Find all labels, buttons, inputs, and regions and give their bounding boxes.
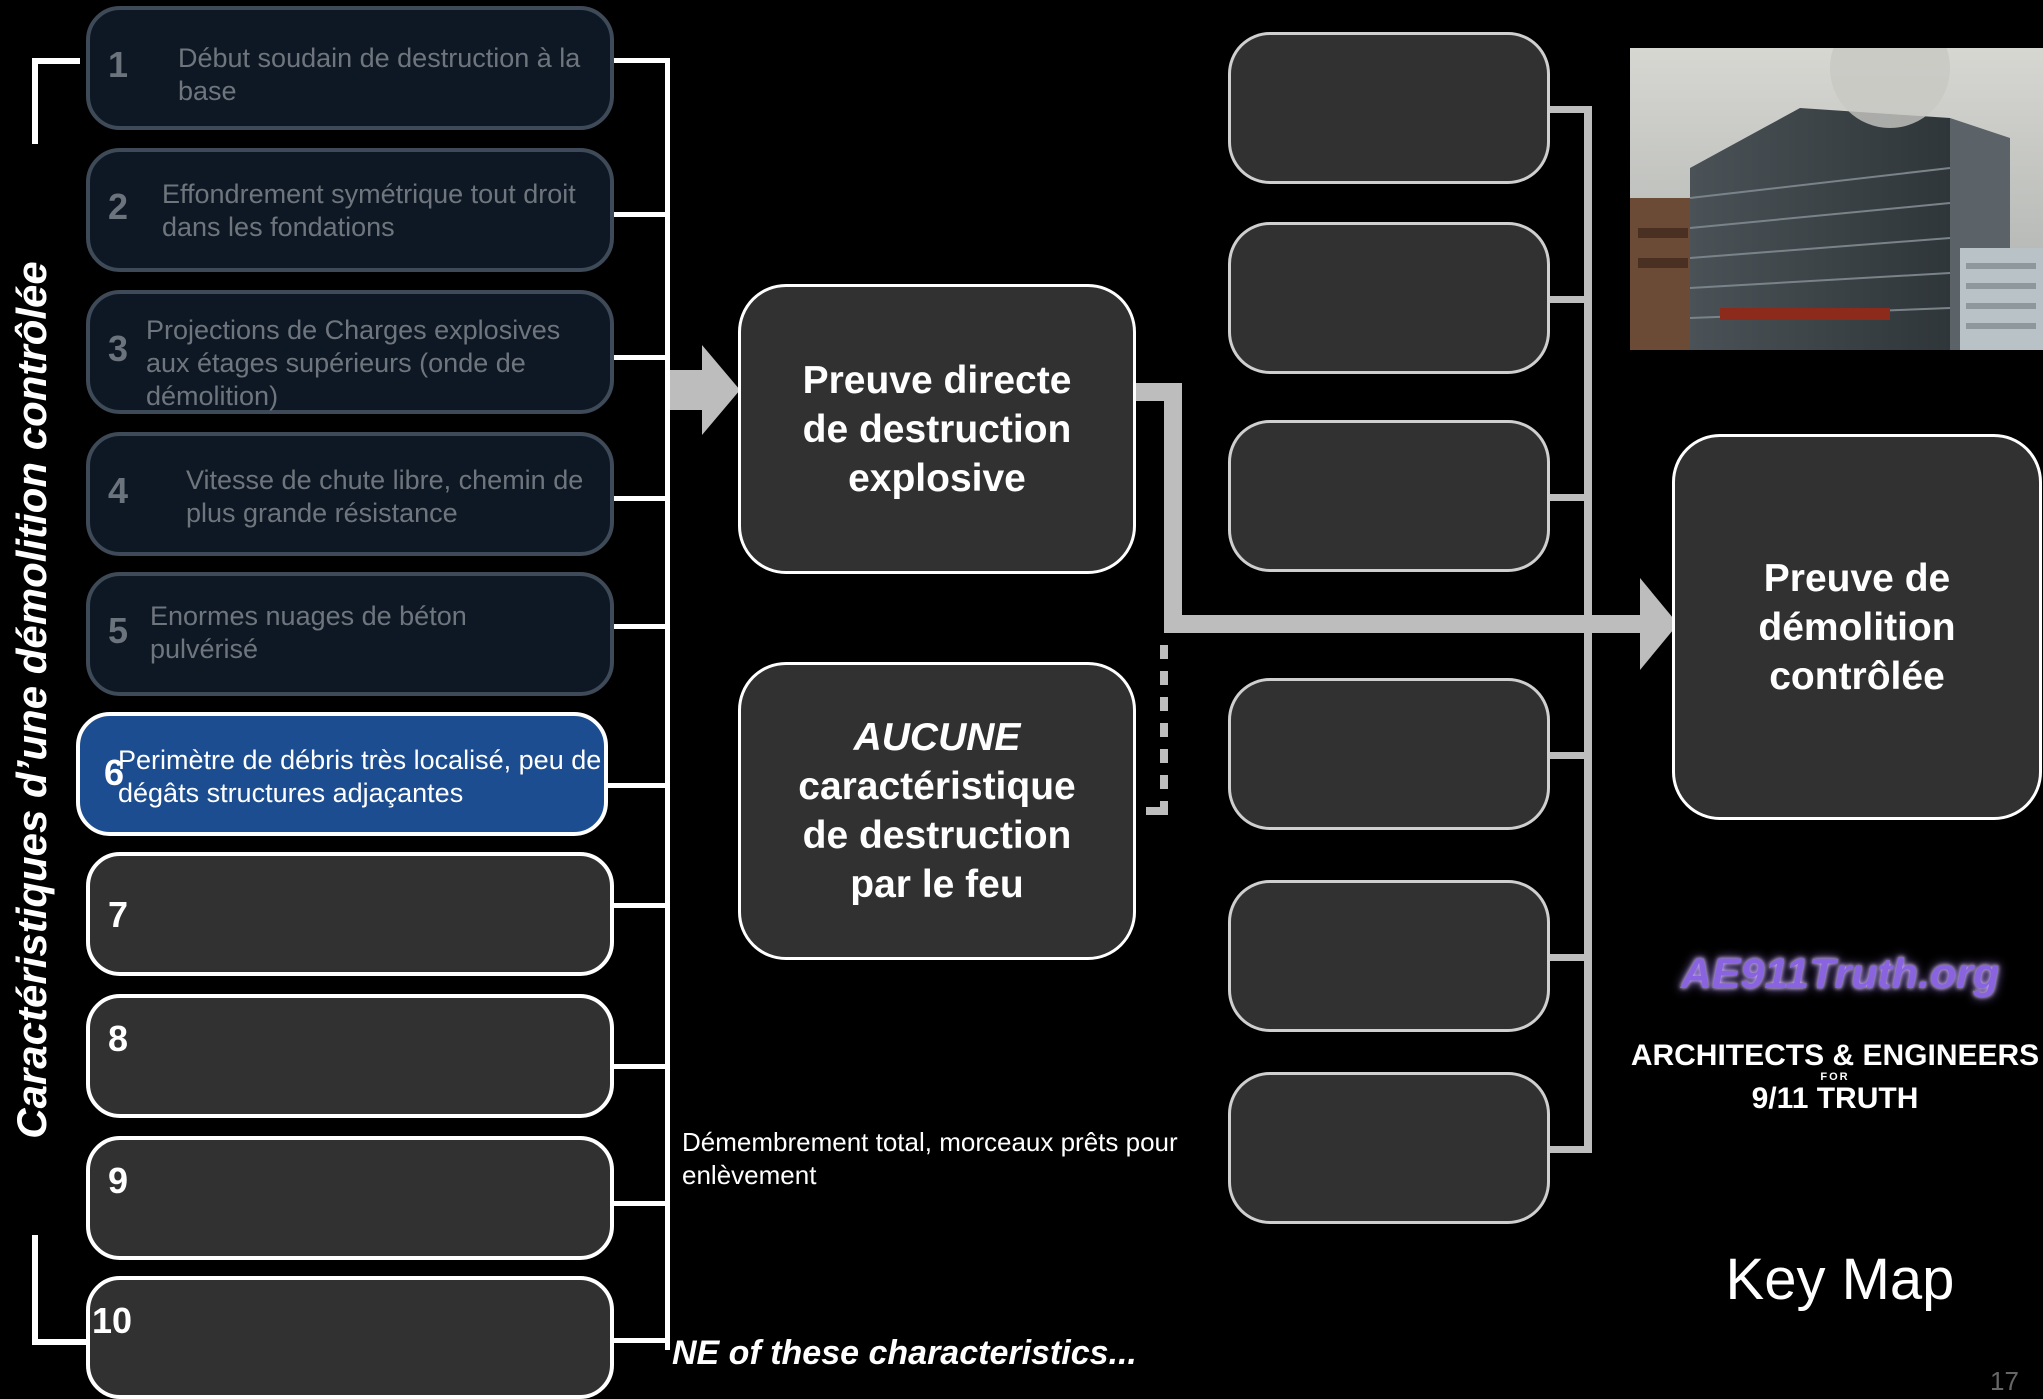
characteristic-box-8: 8 — [86, 994, 614, 1118]
ae911-logo-block: ARCHITECTS & ENGINEERS FOR 9/11 TRUTH — [1630, 1040, 2040, 1115]
char-tick-1 — [614, 58, 668, 63]
characteristic-number: 1 — [108, 44, 129, 85]
characteristic-number: 10 — [92, 1300, 133, 1341]
right-box-2 — [1228, 222, 1550, 374]
dashed-connector-h — [1146, 807, 1168, 815]
char-tick-6 — [606, 783, 668, 788]
characteristic-number: 9 — [108, 1160, 129, 1201]
characteristic-box-10: 10 — [86, 1276, 614, 1399]
char-tick-2 — [614, 212, 668, 217]
characteristic-number: 8 — [108, 1018, 129, 1059]
logo-for: FOR — [1820, 1071, 1850, 1083]
right-tick-1 — [1550, 106, 1592, 113]
right-tick-6 — [1550, 1146, 1592, 1153]
arrow-to-center-icon — [670, 345, 740, 435]
characteristic-text: Vitesse de chute libre, chemin de plus g… — [186, 465, 584, 528]
right-box-1 — [1228, 32, 1550, 184]
right-box-3 — [1228, 420, 1550, 572]
characteristic-text: Début soudain de destruction à la base — [178, 43, 581, 106]
no-fire-text: AUCUNE caractéristique de destruction pa… — [777, 713, 1097, 909]
char-tick-5 — [614, 624, 668, 629]
char-bracket-spine — [665, 58, 670, 1350]
characteristic-box-6: 6 Perimètre de débris très localisé, peu… — [76, 712, 608, 836]
characteristic-text: Projections de Charges explosives aux ét… — [146, 315, 561, 411]
characteristic-box-9: 9 — [86, 1136, 614, 1260]
right-tick-5 — [1550, 954, 1592, 961]
char-tick-4 — [614, 496, 668, 501]
right-box-4 — [1228, 678, 1550, 830]
vertical-title-text: Caractéristiques d’une démolition contrô… — [8, 260, 56, 1139]
characteristic-number: 5 — [108, 610, 129, 651]
left-bracket-bottom-h — [32, 1339, 86, 1345]
left-bracket-bottom-v — [32, 1235, 38, 1345]
no-fire-emphasis: AUCUNE — [853, 716, 1021, 759]
characteristic-box-2: 2 Effondrement symétrique tout droit dan… — [86, 148, 614, 272]
bottom-cut-text-value: NE of these characteristics... — [672, 1334, 1137, 1368]
note-text: Démembrement total, morceaux prêts pour … — [682, 1127, 1178, 1190]
characteristic-number: 3 — [108, 328, 129, 369]
arrow-to-result-icon — [1640, 578, 1678, 670]
characteristic-text: Perimètre de débris très localisé, peu d… — [118, 745, 602, 808]
dashed-connector-v — [1160, 645, 1168, 815]
char-tick-7 — [614, 903, 668, 908]
characteristic-number: 6 — [104, 752, 125, 793]
right-box-6 — [1228, 1072, 1550, 1224]
characteristic-text: Enormes nuages de béton pulvérisé — [150, 601, 467, 664]
bottom-cut-text: NE of these characteristics... — [672, 1334, 1212, 1368]
result-box: Preuve de démolition contrôlée — [1672, 434, 2042, 820]
connector-h2 — [1164, 615, 1658, 633]
slide-number: 17 — [1990, 1366, 2019, 1396]
characteristic-number: 7 — [108, 894, 129, 935]
ae911-site-logo: AE911Truth.org — [1680, 950, 2000, 998]
characteristic-box-1: 1 Début soudain de destruction à la base — [86, 6, 614, 130]
direct-evidence-box: Preuve directe de destruction explosive — [738, 284, 1136, 574]
vertical-title: Caractéristiques d’une démolition contrô… — [0, 0, 64, 1399]
characteristic-text: Effondrement symétrique tout droit dans … — [162, 179, 576, 242]
char-tick-9 — [614, 1201, 668, 1206]
characteristic-box-3: 3 Projections de Charges explosives aux … — [86, 290, 614, 414]
characteristic-box-7: 7 — [86, 852, 614, 976]
right-tick-3 — [1550, 494, 1592, 501]
no-fire-box: AUCUNE caractéristique de destruction pa… — [738, 662, 1136, 960]
left-bracket-top-h — [32, 58, 80, 64]
characteristic-box-4: 4 Vitesse de chute libre, chemin de plus… — [86, 432, 614, 556]
char-tick-10 — [614, 1338, 668, 1343]
characteristic-number: 2 — [108, 186, 129, 227]
right-tick-4 — [1550, 752, 1592, 759]
building-photo — [1630, 48, 2043, 350]
direct-evidence-text: Preuve directe de destruction explosive — [802, 358, 1072, 500]
char-tick-8 — [614, 1064, 668, 1069]
no-fire-rest: caractéristique de destruction par le fe… — [798, 765, 1076, 906]
char-tick-3 — [614, 355, 668, 360]
connector-v1 — [1164, 383, 1182, 633]
logo-line2: 9/11 TRUTH — [1751, 1082, 1919, 1115]
result-text: Preuve de démolition contrôlée — [1758, 556, 1956, 698]
right-bracket-spine — [1584, 106, 1592, 1152]
right-box-5 — [1228, 880, 1550, 1032]
right-tick-2 — [1550, 296, 1592, 303]
logo-line1: ARCHITECTS & ENGINEERS — [1630, 1039, 2040, 1072]
key-map-label: Key Map — [1725, 1247, 1955, 1312]
characteristic-number: 4 — [108, 470, 129, 511]
characteristic-box-5: 5 Enormes nuages de béton pulvérisé — [86, 572, 614, 696]
left-bracket-top-v — [32, 58, 38, 144]
